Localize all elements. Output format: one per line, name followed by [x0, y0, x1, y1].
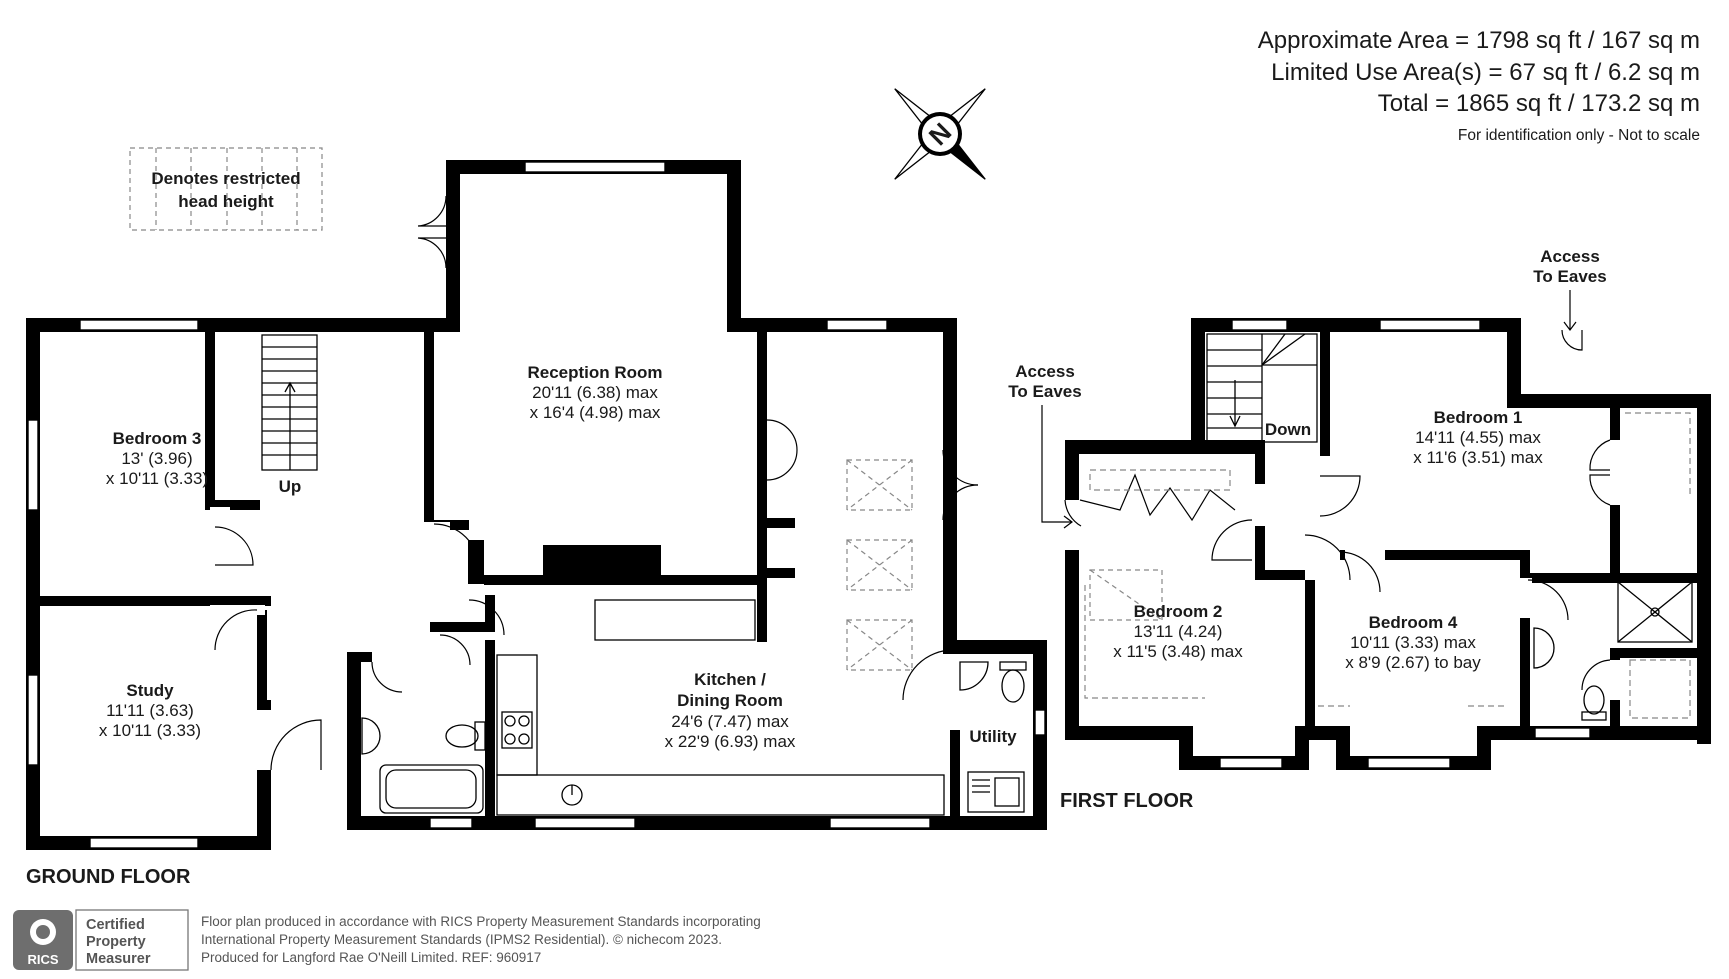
legend-line-1: Denotes restricted	[151, 169, 300, 188]
approximate-area: Approximate Area = 1798 sq ft / 167 sq m	[1258, 27, 1700, 54]
restricted-height-legend: Denotes restricted head height	[129, 147, 323, 231]
study-dim1: 11'11 (3.63)	[106, 701, 194, 720]
first-floor-stairs	[1206, 333, 1318, 443]
footer: RICS Certified Property Measurer Floor p…	[13, 909, 761, 971]
legend-line-2: head height	[178, 192, 274, 211]
area-summary: Approximate Area = 1798 sq ft / 167 sq m…	[1258, 27, 1700, 144]
scale-disclaimer: For identification only - Not to scale	[1458, 127, 1700, 144]
utility-basin-icon	[959, 661, 989, 691]
kitchen-sink-icon	[561, 784, 583, 806]
rics-logo: RICS	[13, 910, 73, 970]
reception-room-dim1: 20'11 (6.38) max	[532, 383, 658, 402]
total-area: Total = 1865 sq ft / 173.2 sq m	[1378, 90, 1700, 117]
access-eaves-right-line2: To Eaves	[1533, 267, 1606, 286]
stairs-down-label: Down	[1265, 420, 1311, 439]
kitchen-name-line2: Dining Room	[677, 691, 783, 710]
kitchen-dim1: 24'6 (7.47) max	[671, 712, 789, 731]
bedroom-4-name: Bedroom 4	[1369, 613, 1458, 632]
footer-text-2: International Property Measurement Stand…	[201, 932, 722, 947]
wc-icon	[445, 721, 486, 751]
ground-floor-title: GROUND FLOOR	[26, 866, 191, 888]
bath-icon	[379, 764, 484, 814]
kitchen-dim2: x 22'9 (6.93) max	[665, 732, 796, 751]
skylight	[1089, 569, 1163, 621]
ensuite-basin-icon	[1533, 627, 1555, 669]
skylight	[846, 539, 913, 591]
bedroom-2-dim2: x 11'5 (3.48) max	[1113, 642, 1243, 661]
hob-icon	[501, 711, 533, 749]
bedroom-1-name: Bedroom 1	[1434, 408, 1523, 427]
shower-icon	[1617, 581, 1693, 643]
badge-line-1: Certified	[86, 917, 145, 933]
skylight	[846, 459, 913, 511]
skylight	[846, 619, 913, 671]
bedroom-3-dim1: 13' (3.96)	[121, 449, 192, 468]
bedroom-4-dim1: 10'11 (3.33) max	[1350, 633, 1476, 652]
bedroom-1-dim2: x 11'6 (3.51) max	[1413, 448, 1543, 467]
ground-floor-plan: Reception Room 20'11 (6.38) max x 16'4 (…	[26, 160, 1047, 888]
ensuite-wc-icon	[1581, 685, 1607, 721]
access-eaves-left-line2: To Eaves	[1008, 382, 1081, 401]
access-eaves-right-line1: Access	[1540, 247, 1600, 266]
first-floor-plan: Bedroom 1 14'11 (4.55) max x 11'6 (3.51)…	[1008, 247, 1711, 812]
first-floor-title: FIRST FLOOR	[1060, 790, 1194, 812]
utility-name: Utility	[969, 727, 1017, 746]
reception-room-name: Reception Room	[527, 363, 662, 382]
kitchen-name-line1: Kitchen /	[694, 670, 766, 689]
ground-floor-stairs	[261, 334, 318, 471]
study-dim2: x 10'11 (3.33)	[99, 721, 201, 740]
footer-text-3: Produced for Langford Rae O'Neill Limite…	[201, 950, 541, 965]
bedroom-1-dim1: 14'11 (4.55) max	[1415, 428, 1541, 447]
bedroom-4-dim2: x 8'9 (2.67) to bay	[1345, 653, 1481, 672]
reception-room-dim2: x 16'4 (4.98) max	[530, 403, 661, 422]
limited-use-area: Limited Use Area(s) = 67 sq ft / 6.2 sq …	[1271, 59, 1700, 86]
basin-icon	[361, 717, 381, 755]
arrow-down-icon	[1563, 290, 1577, 331]
badge-line-3: Measurer	[86, 951, 151, 967]
access-eaves-left-line1: Access	[1015, 362, 1075, 381]
footer-text-1: Floor plan produced in accordance with R…	[201, 914, 761, 929]
badge-line-2: Property	[86, 934, 146, 950]
bedroom-2-dim1: 13'11 (4.24)	[1134, 622, 1223, 641]
compass-icon: N	[894, 88, 986, 180]
bedroom-3-dim2: x 10'11 (3.33)	[106, 469, 208, 488]
stairs-up-label: Up	[279, 477, 302, 496]
rics-logo-text: RICS	[27, 952, 58, 967]
utility-sink-icon	[967, 771, 1025, 813]
bedroom-2-name: Bedroom 2	[1134, 602, 1223, 621]
bedroom-3-name: Bedroom 3	[113, 429, 202, 448]
study-name: Study	[126, 681, 174, 700]
utility-wc-icon	[999, 661, 1027, 703]
arrow-right-icon	[1041, 405, 1073, 529]
